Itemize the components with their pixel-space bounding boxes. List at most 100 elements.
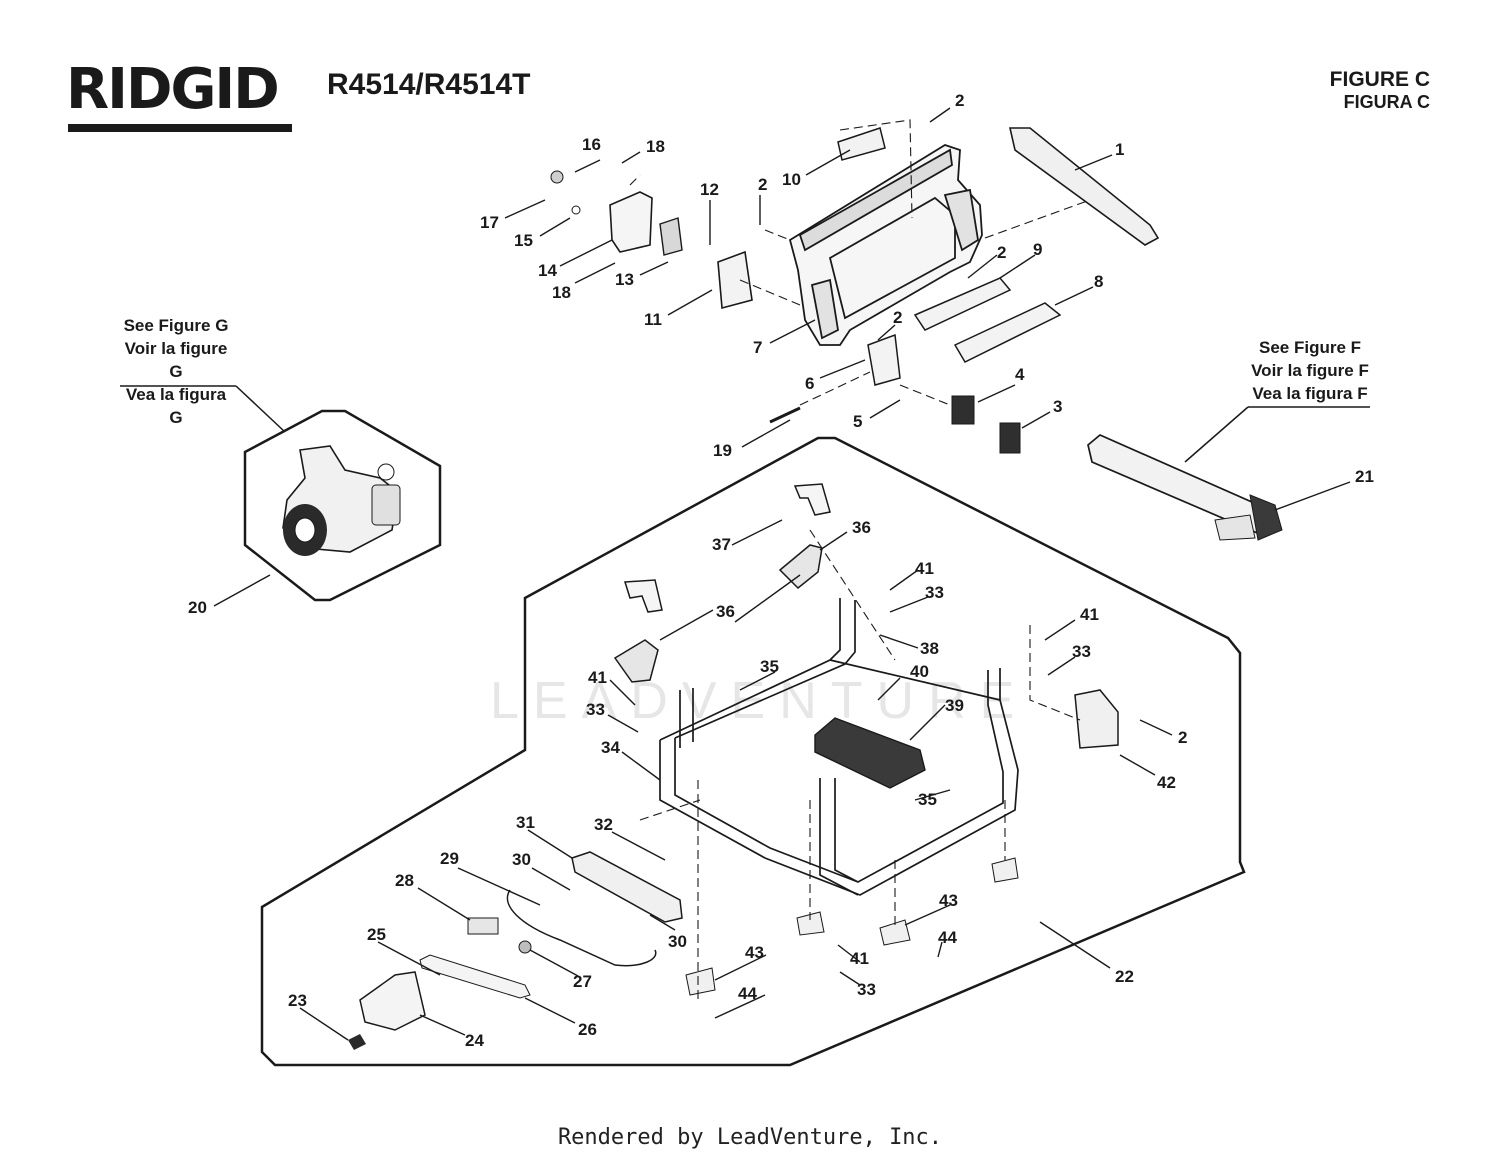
stand-assembly-outline-part-22: [260, 436, 1246, 1067]
callout-2-b: 2: [758, 175, 767, 194]
callout-13: 13: [615, 270, 634, 289]
callout-30-b: 30: [668, 932, 687, 951]
part-24-shape: [359, 971, 426, 1031]
callout-17: 17: [480, 213, 499, 232]
part-16-shape: [550, 170, 564, 184]
callout-6: 6: [805, 374, 814, 393]
reference-figure-g: See Figure G Voir la figure G Vea la fig…: [118, 314, 234, 429]
assembly-guide-lines: [629, 119, 1091, 1000]
callout-35-a: 35: [760, 657, 779, 676]
callout-29: 29: [440, 849, 459, 868]
footer-credit: Rendered by LeadVenture, Inc.: [557, 1125, 943, 1150]
callout-30-a: 30: [512, 850, 531, 869]
callout-26: 26: [578, 1020, 597, 1039]
callout-2-c: 2: [997, 243, 1006, 262]
tube-frame-part-34: [659, 598, 1019, 896]
callout-8: 8: [1094, 272, 1103, 291]
reference-g-fr: Voir la figure G: [124, 339, 228, 381]
leader-figure-g: [235, 385, 286, 433]
part-42-shape: [1074, 689, 1119, 749]
callout-35-b: 35: [918, 790, 937, 809]
callout-25: 25: [367, 925, 386, 944]
part-36-lower-shape: [613, 639, 659, 683]
reference-g-en: See Figure G: [123, 316, 229, 335]
part-4-shape: [951, 395, 975, 425]
callout-34: 34: [601, 738, 620, 757]
part-10-shape: [837, 127, 886, 161]
figure-label-es: FIGURA C: [1343, 92, 1430, 112]
callout-43-a: 43: [745, 943, 764, 962]
callout-11: 11: [644, 310, 662, 329]
part-31-shape: [571, 851, 683, 923]
part-15-shape: [571, 205, 581, 215]
callout-9: 9: [1033, 240, 1042, 259]
motor-assembly-part-20: [243, 409, 442, 602]
callout-3: 3: [1053, 397, 1062, 416]
callout-31: 31: [516, 813, 535, 832]
part-43-foot-a: [685, 967, 716, 996]
part-43-foot-b: [796, 911, 825, 936]
reference-f-es: Vea la figura F: [1252, 384, 1368, 403]
callout-41-d: 41: [850, 949, 869, 968]
callout-2-e: 2: [1178, 728, 1187, 747]
callout-36-a: 36: [852, 518, 871, 537]
blade-guard-assembly-part-7: [788, 144, 983, 346]
part-23-shape: [348, 1034, 366, 1050]
callout-24: 24: [465, 1031, 484, 1050]
callout-27: 27: [573, 972, 592, 991]
part-37-lower-shape: [624, 579, 663, 613]
part-37-upper-shape: [793, 483, 831, 516]
callout-12: 12: [700, 180, 719, 199]
callout-labels: 1 2 2 2 2 2 3 4 5 6 7 8 9 10 11 12 13 14…: [188, 91, 1374, 1050]
callout-33-b: 33: [1072, 642, 1091, 661]
callout-33-a: 33: [925, 583, 944, 602]
callout-40: 40: [910, 662, 929, 681]
callout-28: 28: [395, 871, 414, 890]
callout-14: 14: [538, 261, 557, 280]
callout-37: 37: [712, 535, 731, 554]
rip-fence-part-21: [1087, 434, 1283, 541]
callout-20: 20: [188, 598, 207, 617]
callout-38: 38: [920, 639, 939, 658]
part-29-shape: [506, 889, 657, 967]
callout-22: 22: [1115, 967, 1134, 986]
callout-33-c: 33: [586, 700, 605, 719]
part-26-shape: [419, 954, 531, 999]
callout-2-d: 2: [893, 308, 902, 327]
reference-f-en: See Figure F: [1258, 338, 1362, 357]
callout-39: 39: [945, 696, 964, 715]
callout-43-b: 43: [939, 891, 958, 910]
callout-10: 10: [782, 170, 801, 189]
part-36-upper-shape: [778, 544, 823, 590]
brand-name: RIDGID: [66, 57, 280, 122]
part-43-foot-c: [879, 919, 911, 946]
callout-19: 19: [713, 441, 732, 460]
reference-g-es: Vea la figura G: [125, 385, 227, 427]
callout-5: 5: [853, 412, 862, 431]
callout-2-a: 2: [955, 91, 964, 110]
callout-7: 7: [753, 338, 762, 357]
part-19-shape: [769, 406, 801, 424]
figure-label-en: FIGURE C: [1329, 68, 1430, 91]
callout-36-b: 36: [716, 602, 735, 621]
callout-23: 23: [288, 991, 307, 1010]
callout-44-b: 44: [938, 928, 957, 947]
part-1-shape: [1008, 127, 1160, 246]
part-43-foot-d: [991, 857, 1019, 883]
callout-42: 42: [1157, 773, 1176, 792]
callout-44-a: 44: [738, 984, 757, 1003]
callout-32: 32: [594, 815, 613, 834]
part-8-shape: [953, 302, 1062, 363]
callout-18-b: 18: [552, 283, 571, 302]
watermark: LEADVENTURE: [490, 672, 1028, 730]
logo-underline: [68, 124, 292, 132]
callout-1: 1: [1115, 140, 1124, 159]
part-28-shape: [467, 917, 499, 935]
part-6-shape: [867, 333, 901, 386]
callout-33-d: 33: [857, 980, 876, 999]
model-number: R4514/R4514T: [327, 68, 531, 101]
reference-f-fr: Voir la figure F: [1251, 361, 1369, 380]
part-39-shape: [814, 717, 926, 789]
part-3-shape: [999, 422, 1021, 454]
